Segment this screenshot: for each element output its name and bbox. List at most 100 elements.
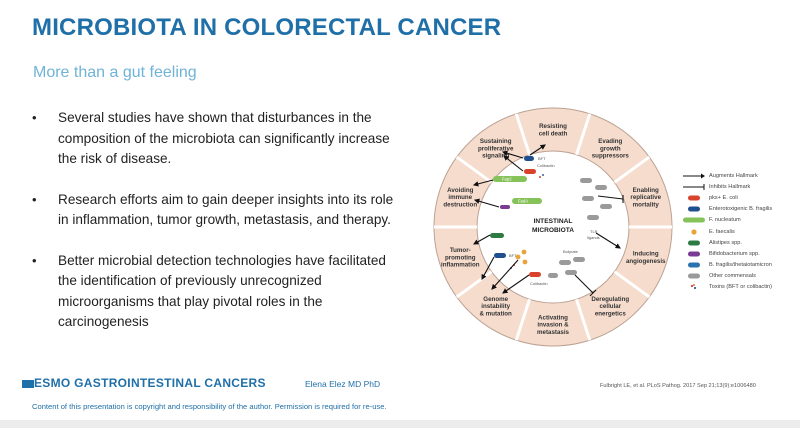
legend-swatch [682, 171, 706, 180]
label-butyrate: Butyrate [563, 249, 579, 254]
legend-swatch [682, 193, 706, 202]
legend-swatch [682, 182, 706, 191]
hallmark-label: growth [600, 145, 621, 152]
legend-label: pks+ E. coli [709, 194, 738, 201]
bacterium-commensal [548, 273, 558, 278]
bacterium-bfragilis-ent [524, 156, 534, 161]
arrow-augments [595, 232, 621, 249]
arrow-augments [503, 155, 524, 172]
hallmark-label: Genome [483, 296, 508, 303]
arrow-augments [473, 234, 491, 245]
legend-swatch [682, 216, 706, 225]
ring-divider [575, 298, 592, 341]
hallmark-label: invasion & [537, 322, 569, 329]
hallmark-label: promoting [445, 254, 476, 261]
hallmark-label: instability [481, 303, 510, 310]
bacterium-ecoli [529, 272, 541, 277]
legend-swatch [682, 283, 706, 292]
bacterium-commensal [580, 178, 592, 183]
ring-divider [613, 270, 651, 299]
footer-copyright: Content of this presentation is copyrigh… [32, 402, 387, 411]
hallmark-label: inflammation [441, 262, 480, 269]
legend-label: E. faecalis [709, 228, 735, 235]
bullet-item: Better microbial detection technologies … [28, 251, 400, 333]
bacterium-fnucleatum [512, 198, 542, 204]
legend-item: Toxins (BFT or colibactin) [682, 282, 797, 293]
esmo-logo-mark [22, 380, 34, 388]
bacterium-commensal [559, 260, 571, 265]
legend-item: Inhibits Hallmark [682, 181, 797, 192]
legend-label: Enterotoxigenic B. fragilis [709, 206, 773, 213]
hallmark-label: angiogenesis [626, 258, 666, 265]
footer-bar [0, 420, 800, 428]
hallmark-label: destruction [443, 201, 477, 208]
bacterium-alistipes [490, 233, 504, 238]
legend-label: F. nucleatum [709, 217, 741, 224]
bacterium-bifido [500, 205, 510, 209]
hallmark-label: replicative [630, 194, 661, 201]
label-fada: FadA [518, 199, 528, 204]
hallmark-label: suppressors [592, 153, 630, 160]
label-colibactin-bottom: Colibactin [530, 281, 548, 286]
legend-item: Bifidobacterium spp. [682, 248, 797, 259]
legend-swatch [682, 261, 706, 270]
hallmark-label: Resisting [539, 123, 567, 130]
bacterium-efaecalis [522, 259, 528, 265]
bacterium-ecoli [524, 169, 536, 174]
hallmark-label: Tumor- [450, 247, 471, 254]
legend-label: B. fragilis/thetaiotamicron [709, 262, 772, 269]
legend-item: Augments Hallmark [682, 170, 797, 181]
footer: ESMO GASTROINTESTINAL CANCERS Elena Elez… [0, 372, 800, 428]
legend-swatch [682, 205, 706, 214]
ring-divider [575, 113, 592, 156]
hallmark-label: Inducing [633, 251, 659, 258]
arrow-inhibits [574, 274, 594, 294]
arrow-augments [529, 144, 546, 156]
bacterium-efaecalis [515, 254, 521, 260]
label-bft-bottom: BFT [509, 253, 517, 258]
arrow-augments [491, 259, 519, 290]
legend-label: Augments Hallmark [709, 172, 758, 179]
label-fap2: Fap2 [502, 177, 512, 182]
hallmark-label: proliferative [478, 145, 514, 152]
label-bft-top: BFT [538, 156, 546, 161]
bacterium-commensal [595, 185, 607, 190]
label-tlr-ligands: ligands [587, 235, 600, 240]
legend-item: B. fragilis/thetaiotamicron [682, 260, 797, 271]
legend-label: Toxins (BFT or colibactin) [709, 284, 772, 291]
hallmark-label: Activating [538, 315, 568, 322]
legend-item: E. faecalis [682, 226, 797, 237]
arrow-augments [481, 256, 495, 280]
hallmark-label: mortality [633, 201, 660, 208]
bacterium-commensal [587, 215, 599, 220]
bacterium-fnucleatum [493, 176, 527, 182]
arrow-augments [473, 198, 500, 208]
label-tlr: TLR [590, 229, 598, 234]
ring-divider [613, 155, 651, 184]
hallmark-label: Enabling [633, 187, 659, 194]
footer-brand: ESMO GASTROINTESTINAL CANCERS [34, 376, 266, 390]
bullet-item: Research efforts aim to gain deeper insi… [28, 190, 400, 231]
hallmark-label: & mutation [480, 310, 513, 317]
hallmark-label: energetics [595, 310, 627, 317]
hallmark-label: Sustaining [480, 138, 512, 145]
hallmark-label: cellular [599, 303, 621, 310]
legend-label: Other commensals [709, 273, 756, 280]
arrow-augments [472, 179, 494, 187]
bacterium-efaecalis [521, 249, 527, 255]
hallmark-label: signaling [482, 153, 509, 160]
slide-subtitle: More than a gut feeling [33, 64, 197, 81]
legend-label: Bifidobacterium spp. [709, 250, 760, 257]
hallmark-label: Evading [598, 138, 622, 145]
bacterium-commensal [565, 270, 577, 275]
footer-reference: Fulbright LE, et al. PLoS Pathog. 2017 S… [600, 383, 756, 389]
bacterium-bfragilis-ent [494, 253, 506, 258]
bullet-list: Several studies have shown that disturba… [28, 108, 400, 353]
